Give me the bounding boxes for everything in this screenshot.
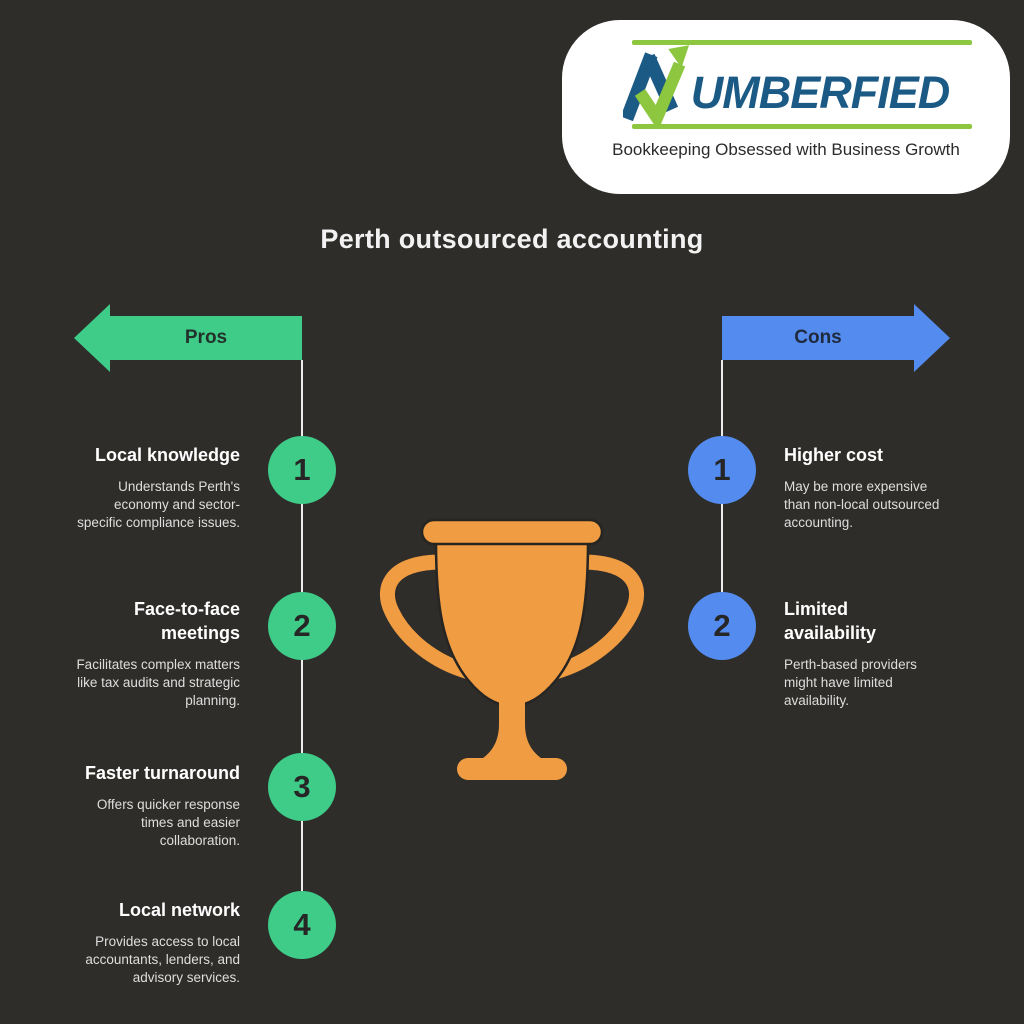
item-description: Provides access to local accountants, le… [85,933,240,986]
brand-logo: UMBERFIED [562,45,1010,128]
pros-arrow: Pros [74,304,302,372]
trophy-icon [377,518,647,780]
step-number: 3 [293,769,311,804]
pros-item-local-knowledge: Local knowledge Understands Perth's econ… [54,444,240,532]
pros-step-4-badge: 4 [268,891,336,959]
page-title: Perth outsourced accounting [320,224,704,254]
item-heading: Local network [118,900,240,920]
step-number: 1 [293,452,311,487]
cons-label: Cons [794,327,842,348]
pros-item-local-network: Local network Provides access to local a… [54,899,240,987]
item-heading: Face-to-face meetings [133,599,240,643]
brand-wordmark: UMBERFIED [690,66,950,118]
item-description: Understands Perth's economy and sector-s… [77,478,240,531]
item-heading: Higher cost [784,445,884,465]
logo-card: UMBERFIED Bookkeeping Obsessed with Busi… [562,20,1010,194]
step-number: 2 [713,608,731,643]
logo-divider-bottom [632,124,972,129]
pros-step-3-badge: 3 [268,753,336,821]
item-description: Offers quicker response times and easier… [96,796,240,849]
pros-item-faster-turnaround: Faster turnaround Offers quicker respons… [54,762,240,850]
step-number: 2 [293,608,311,643]
cons-step-1-badge: 1 [688,436,756,504]
item-description: Perth-based providers might have limited… [784,656,917,709]
pros-step-2-badge: 2 [268,592,336,660]
item-description: Facilitates complex matters like tax aud… [76,656,240,709]
cons-arrow: Cons [722,304,950,372]
left-arrow-icon [74,304,302,372]
step-number: 4 [293,907,311,942]
item-heading: Limited availability [784,599,877,643]
right-arrow-icon [722,304,950,372]
cons-item-higher-cost: Higher cost May be more expensive than n… [784,444,970,532]
item-description: May be more expensive than non-local out… [784,478,940,531]
logo-n-arrow-icon [622,45,689,124]
logo-divider-top [632,40,972,45]
item-heading: Faster turnaround [84,763,240,783]
item-heading: Local knowledge [94,445,240,465]
cons-item-limited-availability: Limited availability Perth-based provide… [784,598,970,710]
cons-step-2-badge: 2 [688,592,756,660]
pros-label: Pros [184,327,228,348]
pros-item-face-to-face-meetings: Face-to-face meetings Facilitates comple… [54,598,240,710]
brand-tagline: Bookkeeping Obsessed with Business Growt… [612,140,960,159]
step-number: 1 [713,452,731,487]
pros-step-1-badge: 1 [268,436,336,504]
